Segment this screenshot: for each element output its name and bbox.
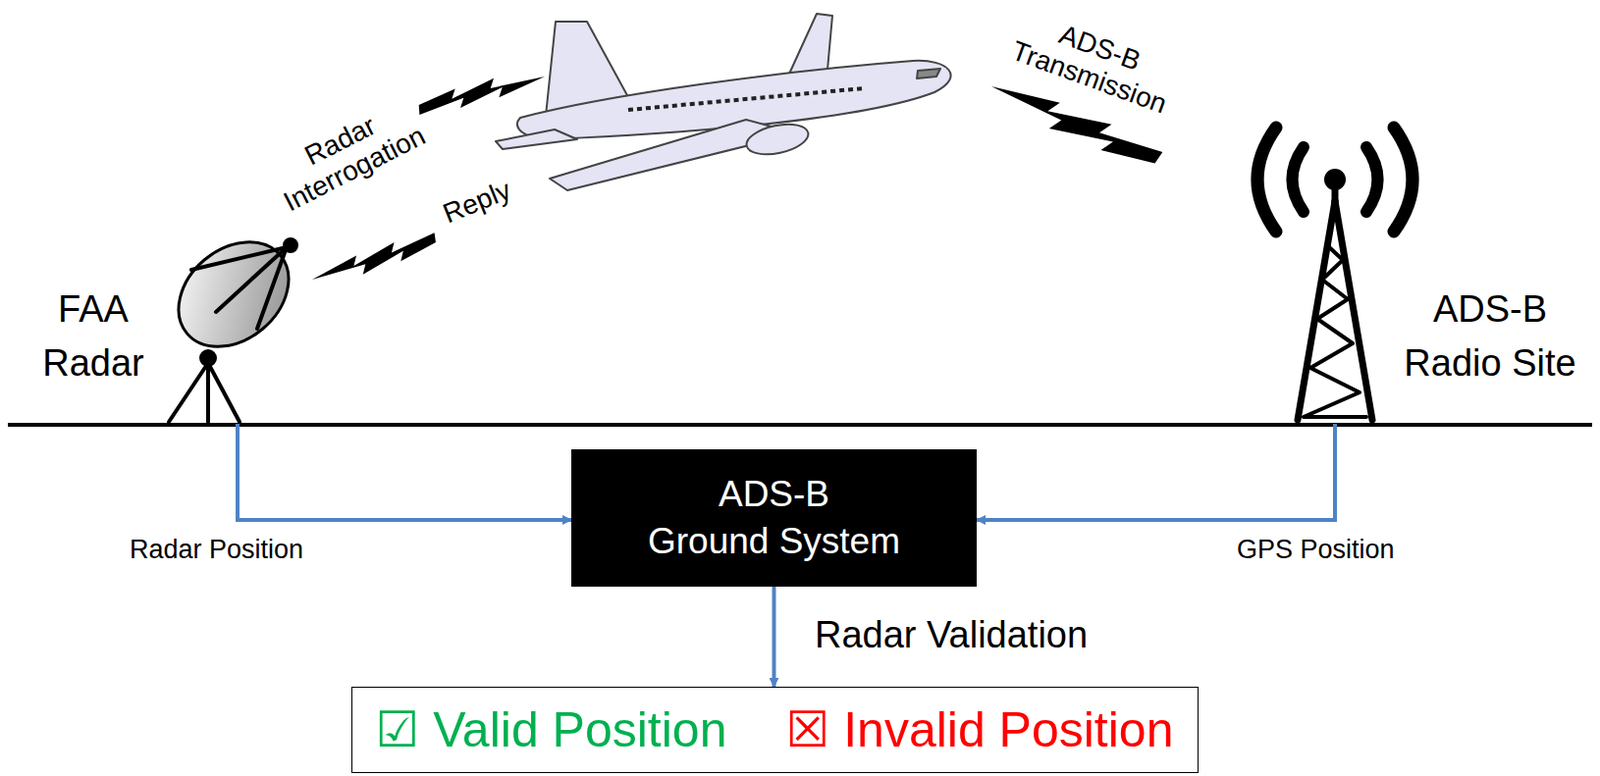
status-text: ☑ Valid Position: [375, 700, 728, 760]
flow-connector: [976, 424, 1335, 521]
ground-line: [7, 423, 1593, 427]
signal-label: Reply: [416, 165, 537, 240]
radio-tower: [1257, 127, 1413, 421]
box-title: ADS-B Ground System: [627, 471, 922, 566]
signal-label: Radar Interrogation: [241, 80, 454, 231]
ground-system-box: ADS-B Ground System: [571, 449, 977, 587]
signal-bolt: [308, 52, 1164, 282]
site-label: ADS-B Radio Site: [1391, 282, 1589, 391]
radio-site: ADS-B Radio Site: [1217, 122, 1596, 425]
result-box: ☑ Valid Position ☒ Invalid Position: [351, 687, 1199, 774]
radar-dish: [158, 220, 310, 423]
connector-label: Radar Position: [125, 534, 308, 566]
connector-label: GPS Position: [1232, 534, 1399, 566]
site-label: FAA Radar: [29, 282, 158, 391]
signal-label: ADS-B Transmission: [991, 0, 1198, 126]
connector-label: Radar Validation: [810, 614, 1092, 657]
airplane: [495, 13, 952, 191]
radar-site: FAA Radar: [29, 235, 315, 425]
status-text: ☒ Invalid Position: [785, 700, 1174, 760]
flow-connector: [237, 424, 572, 521]
flow-connector: [772, 586, 777, 688]
